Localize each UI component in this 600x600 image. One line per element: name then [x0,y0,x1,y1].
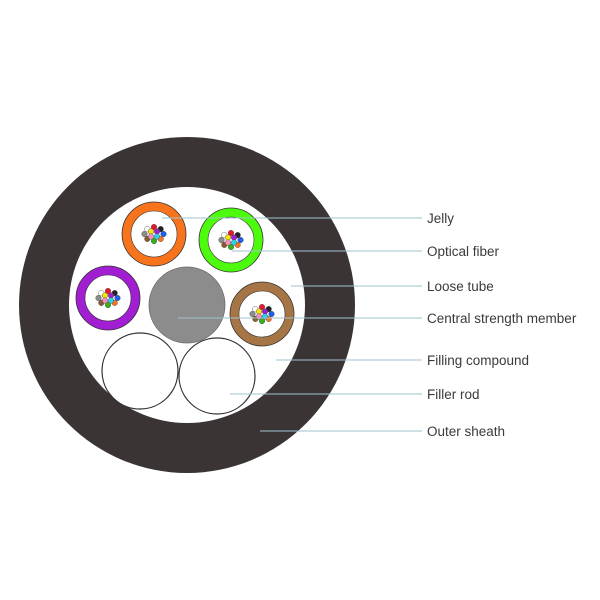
optical-fiber [218,236,225,243]
optical-fiber [95,295,102,302]
optical-fiber [227,243,234,250]
optical-fiber [224,239,231,246]
optical-fiber [107,292,114,299]
optical-fiber [160,230,167,237]
optical-fiber [237,236,244,243]
optical-fiber [114,295,121,302]
labels: Jelly Optical fiber Loose tube Central s… [427,211,577,439]
optical-fiber [224,234,231,241]
central-strength-member [148,266,226,344]
jelly [207,216,255,264]
jelly [84,274,132,322]
label-loose-tube: Loose tube [427,279,494,294]
optical-fiber [104,302,111,309]
optical-fiber [150,237,157,244]
label-central-strength-member: Central strength member [427,311,577,326]
optical-fiber [256,308,263,315]
optical-fiber [153,233,160,240]
optical-fiber [101,292,108,299]
optical-fiber [101,297,108,304]
optical-fiber [104,288,111,295]
jelly [130,210,178,258]
optical-fiber [249,311,256,318]
optical-fiber [227,229,234,236]
jelly [238,290,286,338]
leader-lines [162,217,422,432]
optical-fiber [150,223,157,230]
optical-fiber [107,297,114,304]
label-filler-rod: Filler rod [427,387,480,402]
optical-fiber [141,230,148,237]
label-filling-compound: Filling compound [427,353,529,368]
label-outer-sheath: Outer sheath [427,424,505,439]
optical-fiber [268,311,275,318]
optical-fiber [147,233,154,240]
optical-fiber [262,308,269,315]
optical-fiber [259,304,266,311]
optical-fiber [147,228,154,235]
label-optical-fiber: Optical fiber [427,244,500,259]
optical-fiber [230,239,237,246]
label-jelly: Jelly [427,211,454,226]
filler-rod [178,337,256,415]
optical-fiber [153,228,160,235]
optical-fiber [230,234,237,241]
filler-rod [101,332,179,410]
